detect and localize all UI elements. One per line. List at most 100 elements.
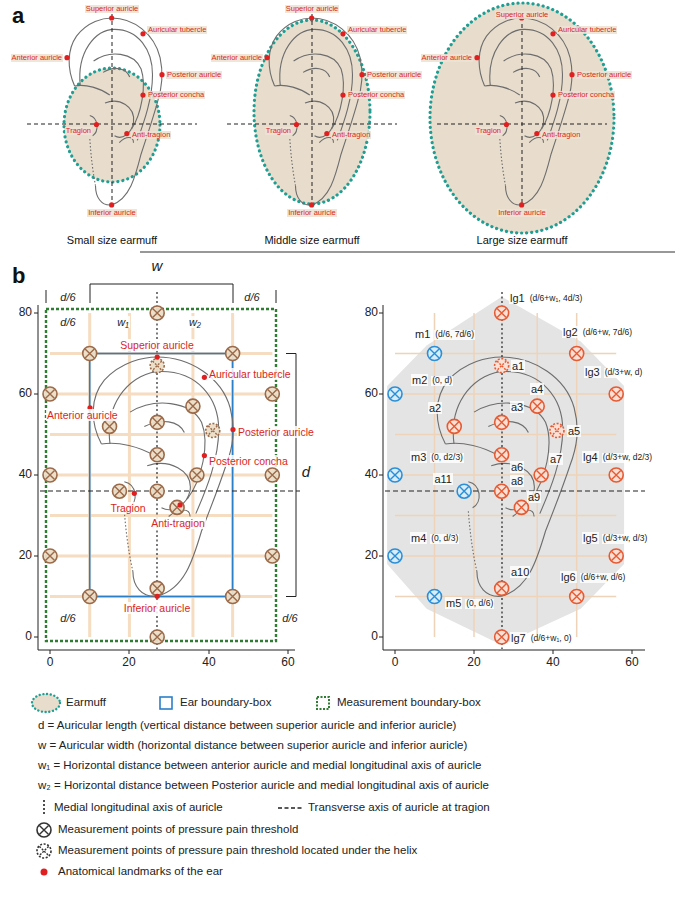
landmark-label: Tragion xyxy=(65,127,92,136)
landmark-label: Anti-tragion xyxy=(541,131,581,140)
ear-boundary-box xyxy=(90,354,233,597)
landmark-dot xyxy=(124,131,129,136)
landmark-label: Inferior auricle xyxy=(87,209,137,218)
point-circle xyxy=(190,468,204,482)
point-cross xyxy=(533,402,542,411)
ear-drawing xyxy=(437,357,577,596)
legend-sample xyxy=(160,697,172,709)
point-circle xyxy=(457,484,471,498)
landmark-label: Posterior concha xyxy=(347,91,405,100)
point-circle xyxy=(530,399,544,413)
landmark-label: Anti-tragion xyxy=(150,517,206,529)
grid-line xyxy=(395,393,616,395)
axis-tick: 40 xyxy=(365,468,378,482)
point-cross xyxy=(85,592,94,601)
point-cross xyxy=(45,470,54,479)
point-cross xyxy=(268,551,277,560)
point-name: a6 xyxy=(510,461,524,474)
point-cross xyxy=(153,584,162,593)
landmark-dot xyxy=(550,92,555,97)
dimension-label: w xyxy=(151,257,164,274)
point-circle xyxy=(447,419,461,433)
axis-tick: 60 xyxy=(365,387,378,401)
measurement-point xyxy=(83,590,97,604)
point-cross xyxy=(45,551,54,560)
point-cross xyxy=(85,349,94,358)
panel-letter: b xyxy=(12,263,25,288)
landmark-label: Auricular tubercle xyxy=(208,368,292,380)
measurement-point xyxy=(150,306,164,320)
legend-text: d = Auricular length (vertical distance … xyxy=(38,719,456,732)
landmark-label: Superior auricle xyxy=(85,5,140,14)
size-caption: Middle size earmuff xyxy=(264,234,359,247)
divider xyxy=(140,251,675,252)
size-caption: Small size earmuff xyxy=(67,234,157,247)
landmark-label: Superior auricle xyxy=(285,5,340,14)
grid-line xyxy=(50,555,272,558)
auricle-axes xyxy=(40,292,645,649)
point-cross xyxy=(115,487,124,496)
point-cross xyxy=(497,450,506,459)
measurement-point xyxy=(226,347,240,361)
measurement-point xyxy=(150,581,164,595)
landmark-label: Posterior concha xyxy=(557,91,615,100)
point-name: m3 xyxy=(410,451,427,464)
point-cross xyxy=(497,487,506,496)
measurement-boundary-box xyxy=(46,309,276,641)
legend-text: Medial longitudinal axis of auricle xyxy=(54,801,223,814)
measurement-point xyxy=(609,387,623,401)
measurement-point xyxy=(150,415,164,429)
point-cross xyxy=(153,632,162,641)
point-name: lg5 xyxy=(582,532,599,545)
point-coordinate: (0, d/6) xyxy=(465,599,494,609)
point-circle xyxy=(495,415,509,429)
point-cross xyxy=(497,361,506,370)
point-cross xyxy=(268,389,277,398)
point-cross xyxy=(153,487,162,496)
measurement-point xyxy=(570,347,584,361)
measurement-point-under-helix xyxy=(37,844,51,858)
point-name: a8 xyxy=(510,475,524,488)
landmark-label: Inferior auricle xyxy=(497,209,547,218)
measurement-point xyxy=(186,399,200,413)
point-name: m2 xyxy=(411,374,428,387)
point-circle xyxy=(43,387,57,401)
point-circle xyxy=(265,549,279,563)
landmark-dot xyxy=(132,491,137,496)
landmark-dot xyxy=(202,453,207,458)
point-coordinate: (0, d) xyxy=(431,376,453,386)
grid-line xyxy=(395,474,616,476)
landmark-label: Anti-tragion xyxy=(331,131,371,140)
axis-tick: 40 xyxy=(19,468,32,482)
point-coordinate: (d/6+w, d/6) xyxy=(580,573,627,583)
ear-drawing xyxy=(69,18,162,205)
point-circle xyxy=(388,549,402,563)
point-cross xyxy=(430,592,439,601)
measurement-region xyxy=(387,297,624,645)
point-name: a4 xyxy=(530,383,544,396)
point-circle xyxy=(570,590,584,604)
ear-drawing xyxy=(93,357,233,596)
landmark-dot xyxy=(230,427,235,432)
measurement-point-under-helix xyxy=(150,359,164,373)
point-name: lg2 xyxy=(562,326,579,339)
point-coordinate: (0, d2/3) xyxy=(430,453,464,463)
legend-sample xyxy=(43,800,45,816)
point-name: lg4 xyxy=(582,451,599,464)
axis-tick: 40 xyxy=(546,656,559,670)
point-cross xyxy=(228,349,237,358)
axis-tick: 20 xyxy=(467,656,480,670)
legend-text: Anatomical landmarks of the ear xyxy=(58,865,223,878)
legend-sample xyxy=(32,694,60,712)
landmark-label: Anti-tragion xyxy=(131,131,171,140)
dimension-label: d/6 xyxy=(59,612,76,625)
landmark-label: Inferior auricle xyxy=(287,209,337,218)
legend-text: Transverse axis of auricle at tragion xyxy=(308,801,490,814)
axis-tick: 40 xyxy=(202,656,215,670)
point-cross xyxy=(552,426,561,435)
axis-tick: 0 xyxy=(25,630,32,644)
point-circle xyxy=(495,581,509,595)
measurement-point xyxy=(112,484,126,498)
landmark-dot xyxy=(340,31,345,36)
